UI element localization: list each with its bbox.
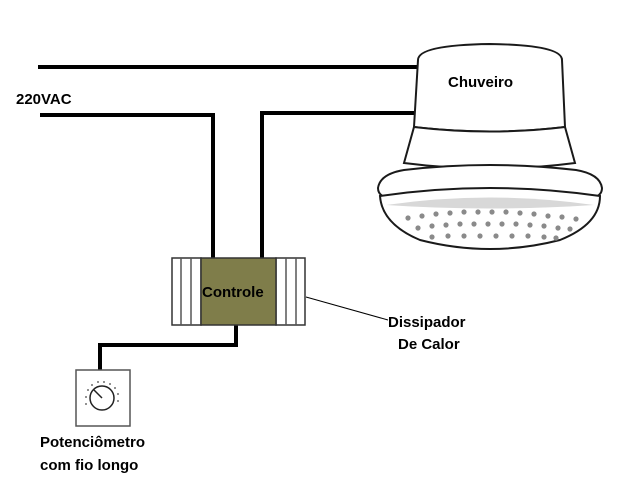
heatsink-label-line1: Dissipador — [388, 314, 466, 331]
heatsink-callout-line — [305, 296, 389, 321]
supply-label: 220VAC — [16, 91, 72, 108]
heatsink-fins-left — [171, 257, 202, 326]
potentiometer-dial-icon — [75, 369, 131, 427]
potentiometer-label-line2: com fio longo — [40, 457, 138, 474]
mains-wire-bottom — [40, 113, 215, 262]
controller-body — [200, 257, 277, 326]
controller-label: Controle — [202, 284, 264, 301]
mains-wires — [38, 65, 420, 372]
shower-label: Chuveiro — [448, 74, 513, 91]
shower-head-icon — [376, 42, 604, 250]
controller-module — [171, 257, 306, 326]
pot-wire — [98, 323, 238, 372]
heatsink-fins-right — [275, 257, 306, 326]
heatsink-label-line2: De Calor — [398, 336, 460, 353]
shower-feed-wire — [260, 111, 420, 262]
potentiometer-label-line1: Potenciômetro — [40, 434, 145, 451]
